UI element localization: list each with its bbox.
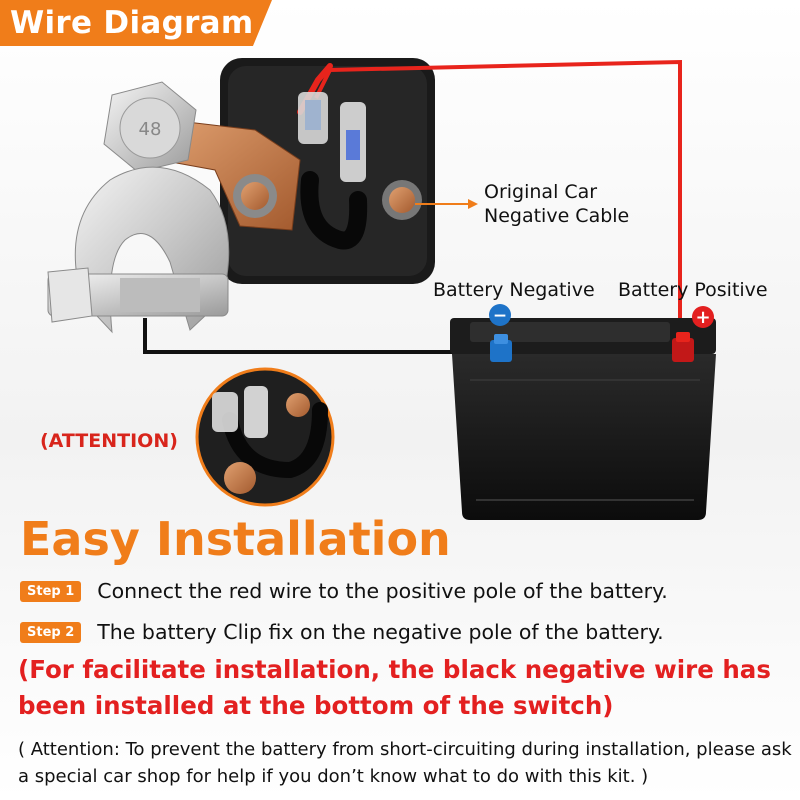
battery-positive-label: Battery Positive	[618, 279, 768, 301]
wiring-diagram: 48 − +	[47, 58, 716, 520]
step-1-row: Step 1 Connect the red wire to the posit…	[20, 578, 668, 604]
svg-text:−: −	[493, 306, 507, 326]
black-negative-wire	[143, 318, 500, 354]
step-2-badge: Step 2	[20, 621, 82, 643]
red-wire	[314, 59, 682, 338]
strap-stud	[233, 174, 277, 218]
svg-text:+: +	[695, 307, 710, 328]
red-wire-terminal	[298, 92, 328, 144]
positive-terminal	[672, 332, 694, 362]
attention-label: (ATTENTION)	[40, 430, 178, 452]
blue-spade-terminal	[340, 102, 366, 182]
step-1-badge: Step 1	[20, 580, 82, 602]
battery-negative-label: Battery Negative	[433, 279, 595, 301]
attention-note: ( Attention: To prevent the battery from…	[18, 739, 792, 787]
negative-terminal	[490, 334, 512, 362]
original-cable-label-line2: Negative Cable	[484, 205, 630, 227]
wire-diagram-title: Wire Diagram	[0, 0, 272, 46]
car-battery	[450, 318, 716, 520]
pointer-arrow-icon	[415, 199, 478, 209]
step-2-text: The battery Clip fix on the negative pol…	[97, 620, 664, 644]
step-2-row: Step 2 The battery Clip fix on the negat…	[20, 619, 664, 645]
easy-installation-heading: Easy Installation	[20, 512, 451, 566]
attention-inset-photo	[195, 367, 335, 507]
black-cable	[300, 171, 368, 250]
negative-symbol-icon: −	[489, 304, 511, 326]
original-cable-label-line1: Original Car	[484, 181, 598, 203]
red-installation-note: (For facilitate installation, the black …	[18, 655, 771, 720]
battery-clip: 48	[47, 81, 230, 334]
clip-stamp: 48	[139, 119, 162, 140]
original-car-negative-cable-label: Original Car Negative Cable	[484, 180, 629, 228]
positive-symbol-icon: +	[692, 306, 714, 328]
switch-copper-stud	[382, 180, 422, 220]
step-1-text: Connect the red wire to the positive pol…	[97, 579, 668, 603]
